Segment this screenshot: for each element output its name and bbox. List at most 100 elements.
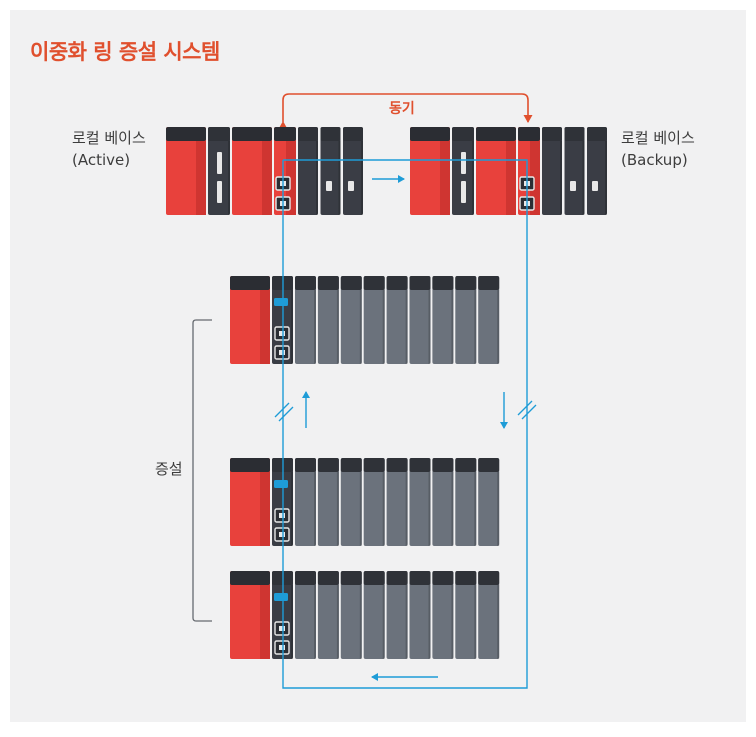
module-top [232,127,272,141]
gray-module [386,276,408,364]
module-slot [326,181,332,191]
module-edge [314,290,316,364]
module-slot [461,152,466,174]
module-top [455,571,477,585]
module-edge [474,472,477,546]
local-backup-line2: (Backup) [621,151,688,169]
gray-module [363,276,385,364]
module-top [317,458,339,472]
sync-arrow [278,93,533,129]
module-edge [474,290,477,364]
module-edge [605,141,607,215]
dark-module [587,127,607,215]
module-top [343,127,363,141]
gray-module [386,458,408,546]
break-mark-left [274,402,294,422]
gray-module [295,458,316,546]
gray-module [295,571,316,659]
ring-port-pin [279,645,285,650]
gray-module [455,458,477,546]
module-edge [336,585,339,659]
module-edge [451,585,454,659]
gray-module [478,458,500,546]
gray-module [409,276,431,364]
module-top [432,458,454,472]
module-edge [314,472,316,546]
expansion-base-1 [230,276,500,364]
expansion-label: 증설 [155,460,183,478]
gray-module [409,571,431,659]
module-top [478,571,500,585]
module-edge [382,290,385,364]
module-top [587,127,607,141]
gray-module [317,571,339,659]
module-edge [336,472,339,546]
module-edge [560,141,562,215]
dark-module [343,127,363,215]
module-top [409,276,431,290]
module-edge [405,472,408,546]
dark-module [564,127,585,215]
gray-module [432,458,454,546]
gray-module [478,571,500,659]
module-top [363,458,385,472]
module-slot [217,181,222,203]
module-edge [497,472,500,546]
module-shade [260,585,270,659]
gray-module [386,571,408,659]
module-top [298,127,318,141]
module-top [295,571,316,585]
module-top [478,276,500,290]
module-edge [359,585,362,659]
module-top [476,127,516,141]
module-shade [506,141,516,215]
local-base-active [166,127,363,215]
gray-module [409,458,431,546]
module-edge [382,472,385,546]
module-shade [260,472,270,546]
gray-module [432,276,454,364]
module-top [230,458,270,472]
ring-port-pin [279,350,285,355]
local-active-line1: 로컬 베이스 [72,129,146,147]
gray-module [478,276,500,364]
module-edge [338,141,341,215]
module-slot [348,181,354,191]
module-top [409,571,431,585]
module-top [455,276,477,290]
gray-module [340,458,362,546]
ring-port-pin [279,331,285,336]
module-top [518,127,540,141]
module-edge [291,290,293,364]
break-mark-right [517,400,537,420]
module-edge [291,472,293,546]
gray-module [340,276,362,364]
module-top [317,571,339,585]
module-slot [570,181,576,191]
gray-module [295,276,316,364]
dark-module [542,127,562,215]
diagram-title: 이중화 링 증설 시스템 [30,40,220,64]
module-edge [497,290,500,364]
module-top [363,276,385,290]
gray-module [317,458,339,546]
module-top [317,276,339,290]
ring-port-pin [279,513,285,518]
module-top [340,458,362,472]
module-top [386,458,408,472]
module-edge [451,290,454,364]
module-top [230,276,270,290]
gray-module [317,276,339,364]
module-edge [428,585,431,659]
module-top [208,127,230,141]
module-top [432,276,454,290]
module-top [386,571,408,585]
module-top [230,571,270,585]
sync-label: 동기 [389,101,415,117]
module-edge [228,141,230,215]
ring-port-pin [279,532,285,537]
module-edge [474,585,477,659]
gray-module [363,571,385,659]
module-top [320,127,341,141]
